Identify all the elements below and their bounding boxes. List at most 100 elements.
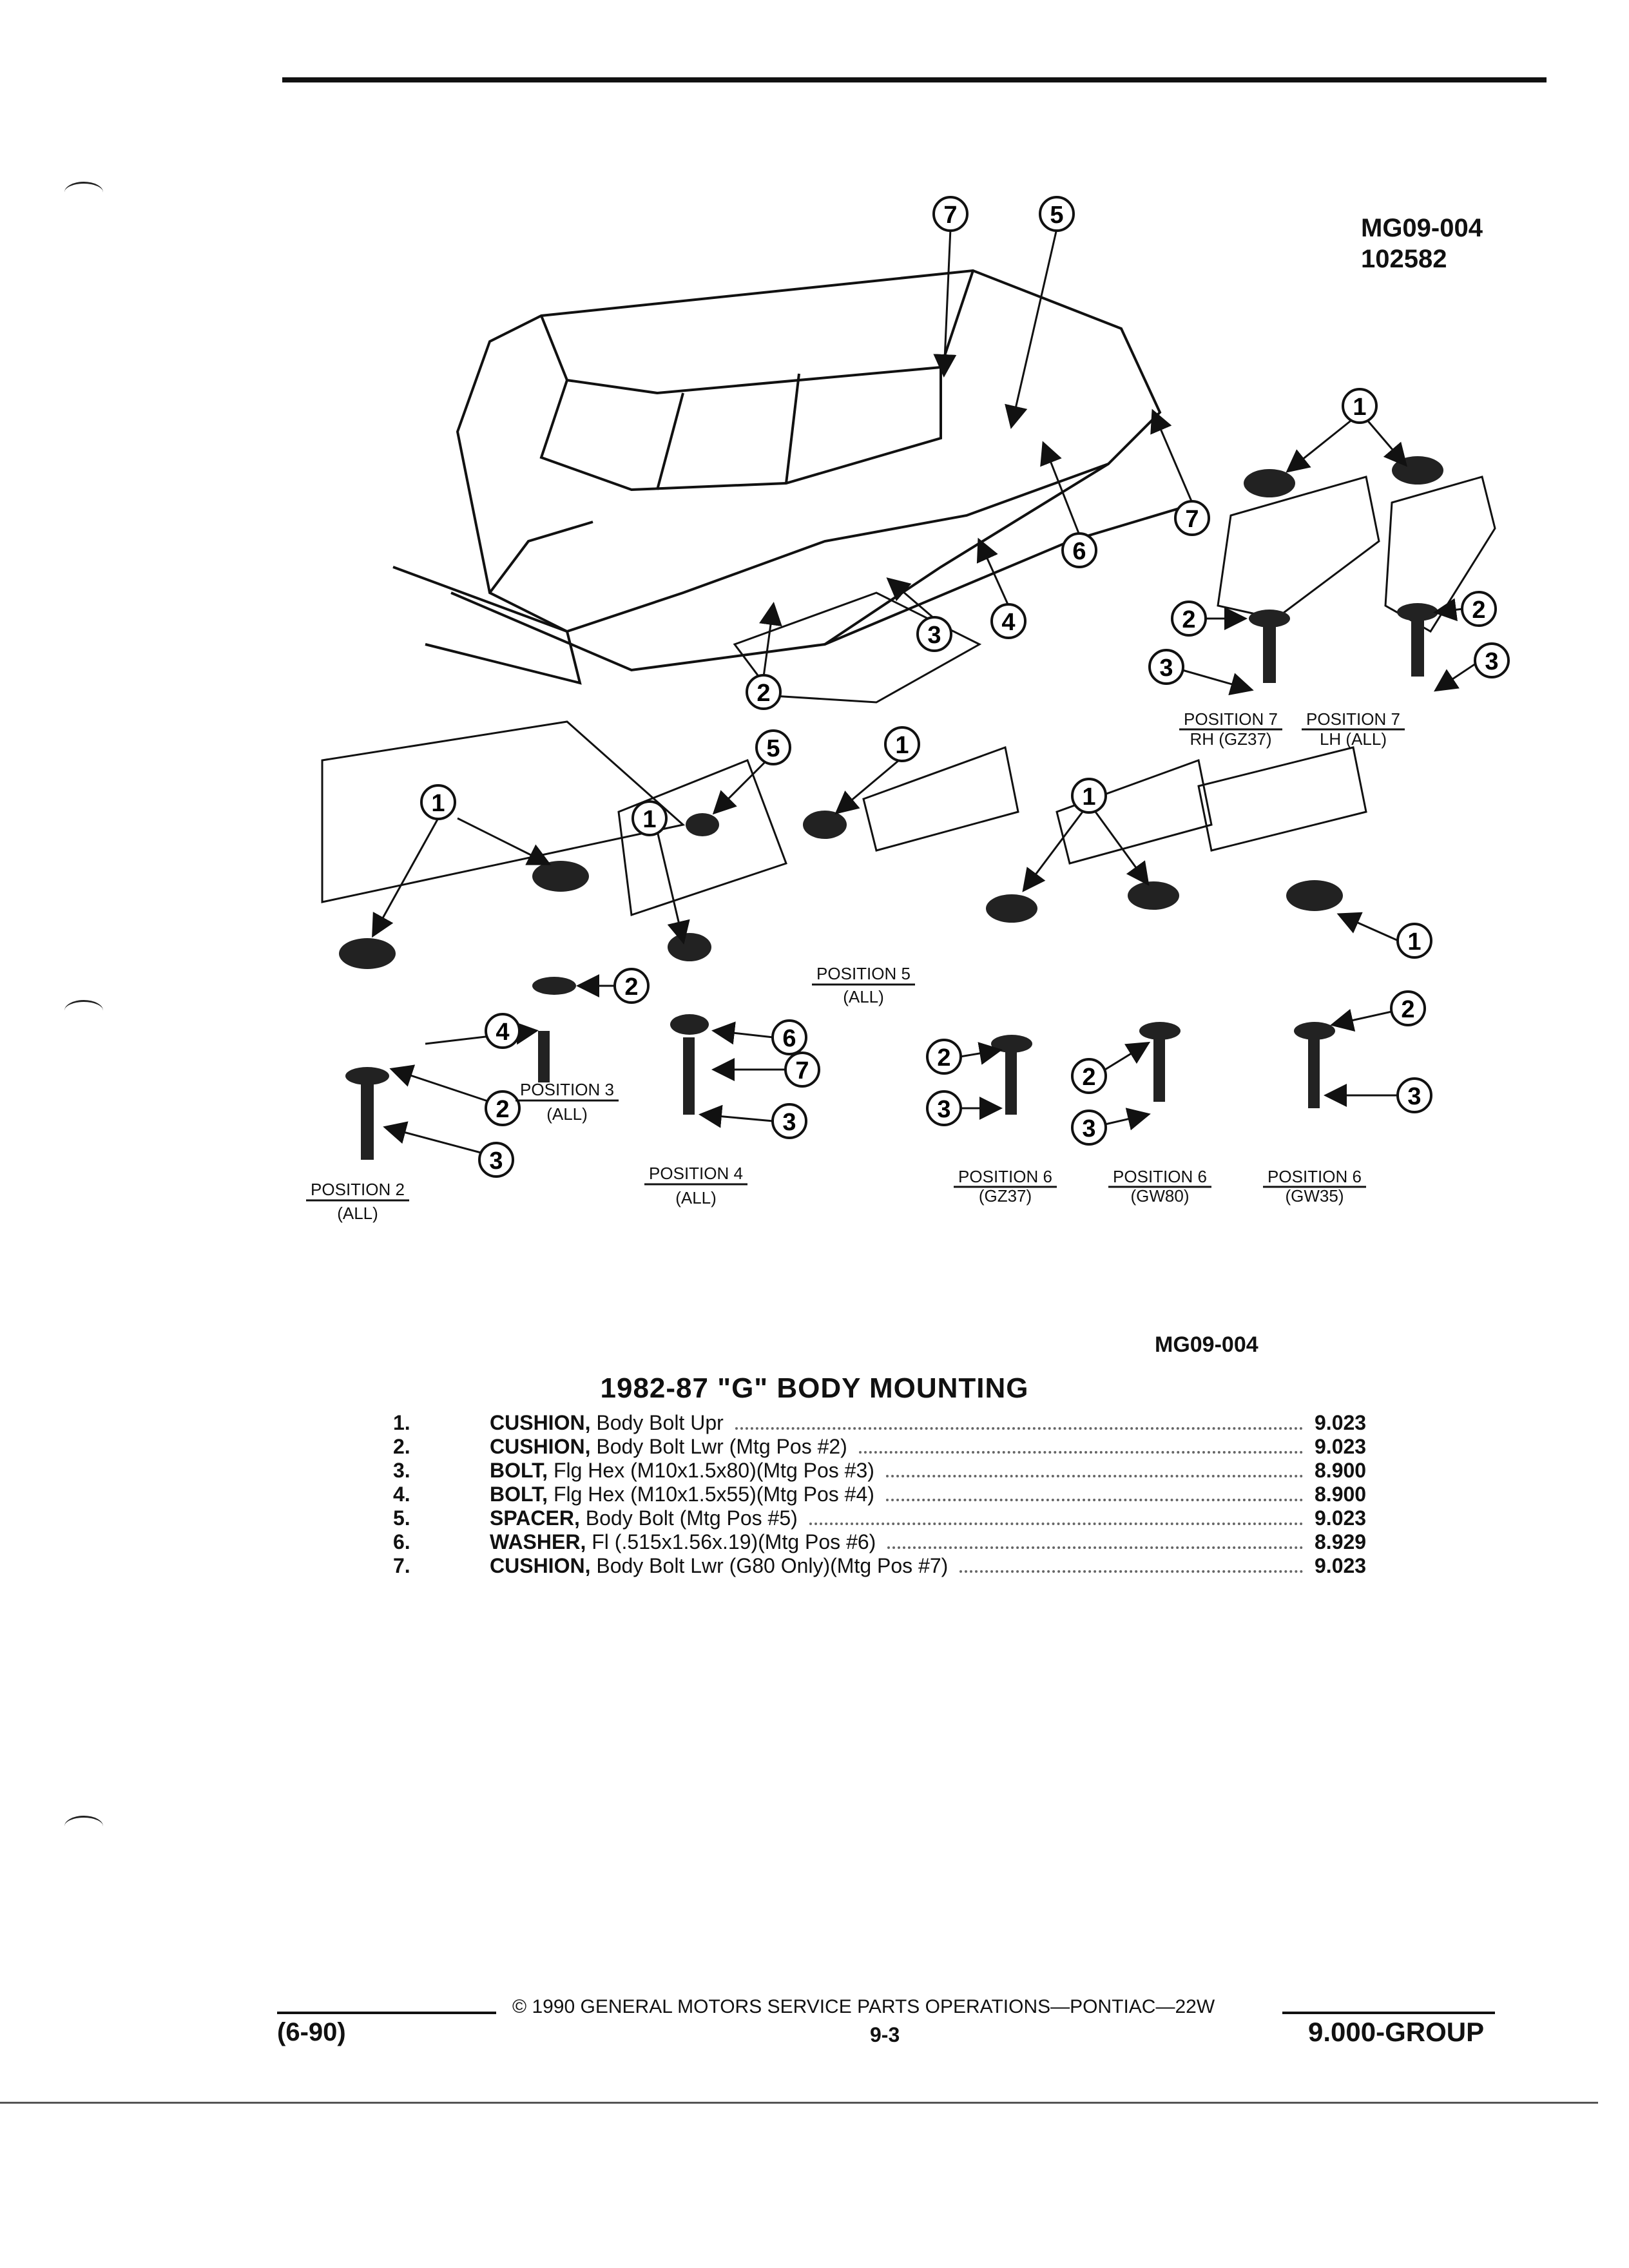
list-item: 2. CUSHION, Body Bolt Lwr (Mtg Pos #2) 9.0… <box>393 1435 1385 1459</box>
footer-date: (6-90) <box>277 2018 346 2046</box>
svg-text:3: 3 <box>1407 1083 1421 1110</box>
part-name: CUSHION, <box>490 1435 591 1458</box>
svg-text:POSITION 3: POSITION 3 <box>520 1080 614 1099</box>
svg-text:2: 2 <box>496 1096 509 1123</box>
part-description: Body Bolt Upr <box>596 1411 724 1434</box>
svg-text:6: 6 <box>782 1025 796 1052</box>
punch-mark <box>64 182 103 203</box>
group-label: 9.000-GROUP <box>1308 2017 1485 2047</box>
callout-1: 1 <box>631 800 668 836</box>
group-number: 9.023 <box>1315 1435 1367 1458</box>
svg-text:3: 3 <box>782 1109 796 1136</box>
svg-text:POSITION 6: POSITION 6 <box>958 1167 1052 1186</box>
part-name: BOLT, <box>490 1459 548 1482</box>
callout-3: 3 <box>926 1090 962 1126</box>
svg-text:3: 3 <box>1485 648 1498 675</box>
part-description: Body Bolt Lwr (G80 Only)(Mtg Pos #7) <box>596 1554 949 1577</box>
position-6-gw80-label: POSITION 6 (GW80) <box>1108 1167 1211 1206</box>
group-number: 8.900 <box>1315 1483 1367 1506</box>
svg-text:1: 1 <box>1407 928 1421 956</box>
callout-3: 3 <box>478 1142 514 1178</box>
illustration-svg: 7 5 7 6 4 3 2 1 2 2 3 3 1 2 4 2 3 1 5 1 … <box>306 196 1510 1223</box>
group-number: 9.023 <box>1315 1554 1367 1577</box>
svg-text:2: 2 <box>1082 1064 1095 1091</box>
position-4-label: POSITION 4 (ALL) <box>644 1164 747 1207</box>
svg-text:3: 3 <box>937 1096 950 1123</box>
svg-text:(ALL): (ALL) <box>843 987 884 1006</box>
copyright-notice: © 1990 GENERAL MOTORS SERVICE PARTS OPER… <box>512 1996 1215 2017</box>
position-3-label: POSITION 3 (ALL) <box>516 1080 619 1124</box>
item-number: 6. <box>393 1530 410 1553</box>
car-body-drawing <box>392 269 1199 685</box>
item-number: 7. <box>393 1554 410 1577</box>
part-name: BOLT, <box>490 1483 548 1506</box>
svg-text:7: 7 <box>795 1057 809 1084</box>
item-number: 1. <box>393 1411 410 1434</box>
svg-text:2: 2 <box>1182 606 1195 633</box>
part-description: Body Bolt (Mtg Pos #5) <box>585 1506 798 1530</box>
callout-3: 3 <box>1148 649 1184 685</box>
group-number: 8.900 <box>1315 1459 1367 1482</box>
group-number: 9.023 <box>1315 1506 1367 1530</box>
callout-2: 2 <box>1461 591 1497 627</box>
svg-text:7: 7 <box>943 202 957 229</box>
svg-text:4: 4 <box>496 1019 509 1046</box>
svg-text:POSITION 7: POSITION 7 <box>1306 709 1400 729</box>
group-number: 8.929 <box>1315 1530 1367 1553</box>
callout-2: 2 <box>746 674 782 710</box>
callout-1: 1 <box>420 784 456 820</box>
svg-text:1: 1 <box>642 806 656 833</box>
svg-text:4: 4 <box>1001 609 1015 636</box>
svg-text:5: 5 <box>1050 202 1063 229</box>
callout-2: 2 <box>1390 990 1426 1026</box>
leader-dots <box>885 1499 1303 1501</box>
svg-text:7: 7 <box>1185 506 1199 533</box>
svg-text:POSITION 4: POSITION 4 <box>649 1164 743 1183</box>
callout-7: 7 <box>932 196 969 232</box>
top-rule <box>282 77 1547 82</box>
leader-dots <box>735 1427 1303 1430</box>
figure-ref-bottom: MG09-004 <box>1155 1332 1258 1357</box>
callout-4: 4 <box>485 1013 521 1049</box>
svg-text:(GZ37): (GZ37) <box>979 1186 1032 1206</box>
cushion-parts <box>339 456 1443 1160</box>
leader-lines <box>372 228 1476 1155</box>
svg-text:3: 3 <box>489 1148 503 1175</box>
svg-text:(ALL): (ALL) <box>675 1188 717 1207</box>
item-number: 3. <box>393 1459 410 1482</box>
callout-3: 3 <box>1396 1077 1432 1113</box>
figure-id-block: MG09-004 102582 <box>1361 213 1483 274</box>
svg-text:LH (ALL): LH (ALL) <box>1320 729 1387 749</box>
part-description: Fl (.515x1.56x.19)(Mtg Pos #6) <box>592 1530 876 1553</box>
callout-2: 2 <box>926 1039 962 1075</box>
callout-2: 2 <box>1071 1058 1107 1094</box>
svg-text:3: 3 <box>1082 1115 1095 1142</box>
position-7-rh-label: POSITION 7 RH (GZ37) <box>1179 709 1282 749</box>
part-description: Flg Hex (M10x1.5x55)(Mtg Pos #4) <box>553 1483 874 1506</box>
item-number: 4. <box>393 1483 410 1506</box>
svg-text:2: 2 <box>624 974 638 1001</box>
position-7-lh-label: POSITION 7 LH (ALL) <box>1302 709 1405 749</box>
svg-text:1: 1 <box>1353 394 1366 421</box>
position-5-label: POSITION 5 (ALL) <box>812 964 915 1006</box>
part-description: Body Bolt Lwr (Mtg Pos #2) <box>596 1435 847 1458</box>
item-number: 2. <box>393 1435 410 1458</box>
callout-2: 2 <box>485 1090 521 1126</box>
leader-dots <box>885 1475 1303 1477</box>
svg-text:5: 5 <box>766 735 780 762</box>
part-name: SPACER, <box>490 1506 580 1530</box>
position-labels: POSITION 7 RH (GZ37) POSITION 7 LH (ALL)… <box>306 709 1405 1223</box>
svg-text:2: 2 <box>1472 597 1485 624</box>
svg-text:1: 1 <box>1082 783 1095 811</box>
callout-2: 2 <box>1171 601 1207 637</box>
callout-circles: 7 5 7 6 4 3 2 1 2 2 3 3 1 2 4 2 3 1 5 1 … <box>420 196 1510 1178</box>
svg-text:POSITION 5: POSITION 5 <box>816 964 911 983</box>
leader-dots <box>858 1451 1303 1454</box>
punch-mark <box>64 1816 103 1837</box>
svg-text:2: 2 <box>757 680 770 707</box>
svg-text:(ALL): (ALL) <box>546 1104 588 1124</box>
svg-text:3: 3 <box>1159 655 1173 682</box>
figure-date-code: 102582 <box>1361 245 1447 273</box>
